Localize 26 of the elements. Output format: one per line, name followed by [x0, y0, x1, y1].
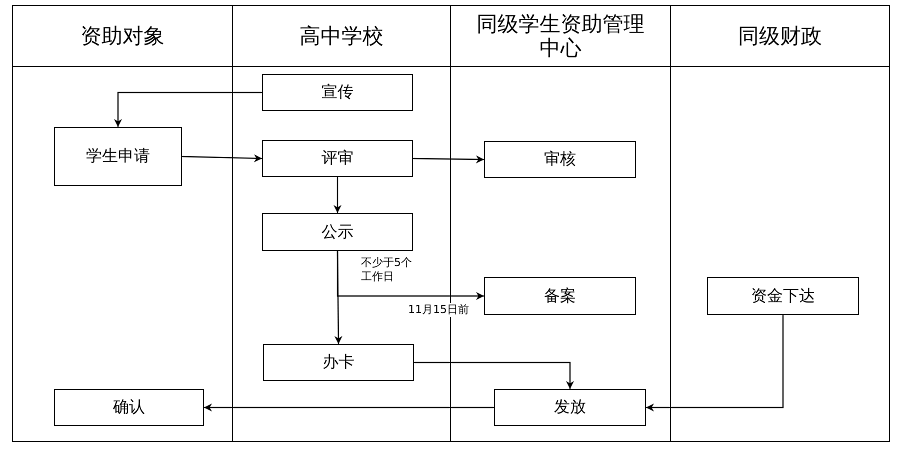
arrow — [414, 362, 574, 389]
arrow — [114, 92, 262, 127]
edge-label: 11月15日前 — [408, 303, 469, 317]
process-box: 确认 — [54, 389, 204, 426]
arrow — [334, 177, 342, 213]
arrow — [413, 155, 484, 164]
process-box: 公示 — [262, 213, 413, 251]
lane-header: 同级学生资助管理中心 — [451, 6, 670, 67]
lane-header: 高中学校 — [233, 6, 450, 67]
swimlane — [12, 5, 233, 442]
swimlane — [450, 5, 671, 442]
arrow — [204, 404, 494, 412]
process-box: 宣传 — [262, 74, 413, 111]
lane-header: 资助对象 — [13, 6, 232, 67]
process-box: 发放 — [494, 389, 646, 426]
lane-header: 同级财政 — [671, 6, 889, 67]
process-box: 评审 — [262, 140, 413, 177]
arrow — [646, 315, 784, 412]
process-box: 学生申请 — [54, 127, 182, 186]
arrow — [336, 251, 484, 300]
swimlane — [670, 5, 890, 442]
process-box: 审核 — [484, 141, 636, 178]
process-box: 办卡 — [263, 344, 414, 381]
process-box: 资金下达 — [707, 277, 859, 315]
arrow — [182, 154, 262, 162]
process-box: 备案 — [484, 277, 636, 315]
